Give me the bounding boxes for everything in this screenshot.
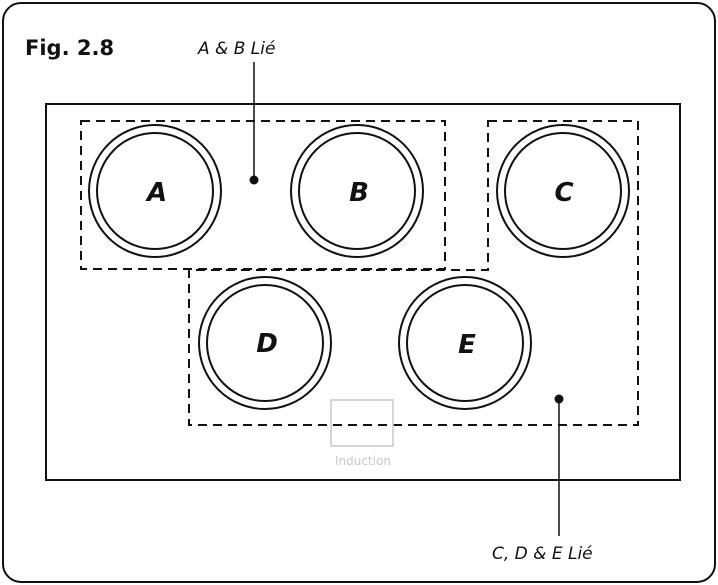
zone-a-label: A — [145, 178, 167, 208]
callout-ab-label: A & B Lié — [197, 39, 275, 59]
zone-b-outer-ring — [290, 124, 424, 258]
callout-cde-label: C, D & E Lié — [492, 544, 593, 564]
zone-e-inner-ring — [406, 284, 524, 402]
group-cde-outline — [188, 120, 639, 426]
zone-d-outer-ring — [198, 276, 332, 410]
zone-b-label: B — [349, 178, 369, 208]
callout-ab-dot — [249, 175, 259, 185]
zone-a-outer-ring — [88, 124, 222, 258]
induction-label: Induction — [335, 454, 391, 468]
zone-c-inner-ring — [504, 132, 622, 250]
zone-e: E — [398, 276, 532, 410]
induction-logo: Induction — [330, 399, 394, 468]
zone-a-inner-ring — [96, 132, 214, 250]
figure-title: Fig. 2.8 — [25, 36, 114, 60]
zone-b-inner-ring — [298, 132, 416, 250]
zone-d: D — [198, 276, 332, 410]
zone-e-label: E — [458, 330, 476, 360]
induction-logo-box — [330, 399, 394, 447]
zone-a: A — [88, 124, 222, 258]
cooktop-outline — [45, 103, 681, 481]
zone-c-outer-ring — [496, 124, 630, 258]
zone-c: C — [496, 124, 630, 258]
zone-d-label: D — [256, 329, 278, 359]
zone-d-inner-ring — [206, 284, 324, 402]
zone-e-outer-ring — [398, 276, 532, 410]
zone-b: B — [290, 124, 424, 258]
zone-c-label: C — [554, 178, 573, 208]
